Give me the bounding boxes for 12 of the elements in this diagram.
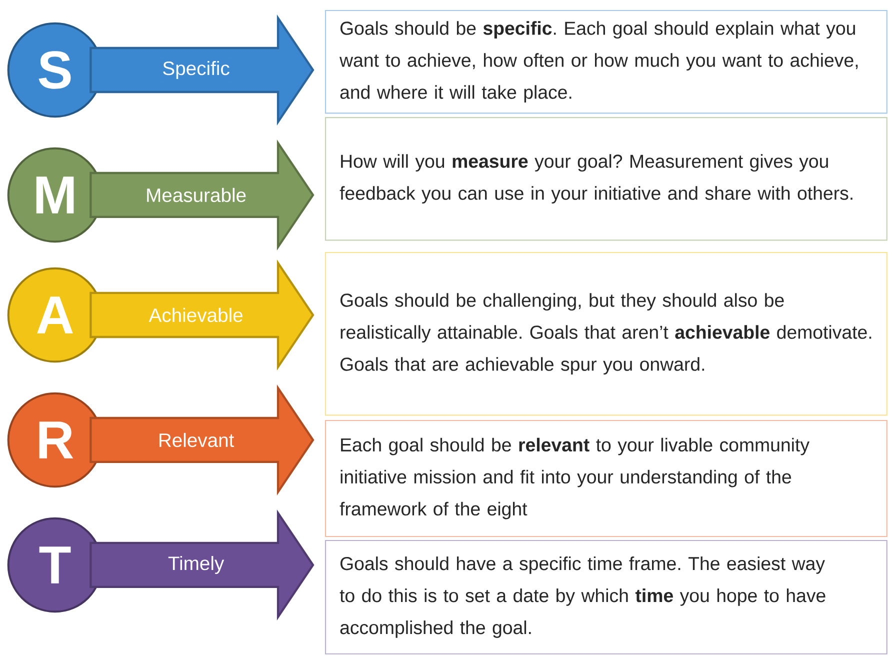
block-arrow: [90, 510, 314, 620]
block-arrow: [90, 384, 314, 496]
arrow-label: Achievable: [147, 306, 245, 324]
description-box: How will you measure your goal? Measurement gives you feedback you can use in your initiative and share with others.: [325, 117, 888, 241]
description-box: Goals should be specific. Each goal should explain what you want to achieve, how often or how much you want to achieve, and where it will take place.: [325, 10, 888, 114]
arrow-label: Timely: [166, 554, 226, 576]
arrow-label: Specific: [160, 60, 232, 80]
description-box: Goals should be challenging, but they should also be realistically attainable. Goals that aren’t achievable demotivate. Goals that are achievable spur you onward.: [325, 252, 888, 416]
description-box: Goals should have a specific time frame. The easiest way to do this is to set a date by which time you hope to have accomplished the goal.: [325, 540, 888, 654]
arrow-label: Relevant: [156, 432, 236, 448]
description-box: Each goal should be relevant to your livable community initiative mission and fit into your understanding of the framework of the eight: [325, 420, 888, 538]
arrow-label: Measurable: [144, 186, 248, 204]
